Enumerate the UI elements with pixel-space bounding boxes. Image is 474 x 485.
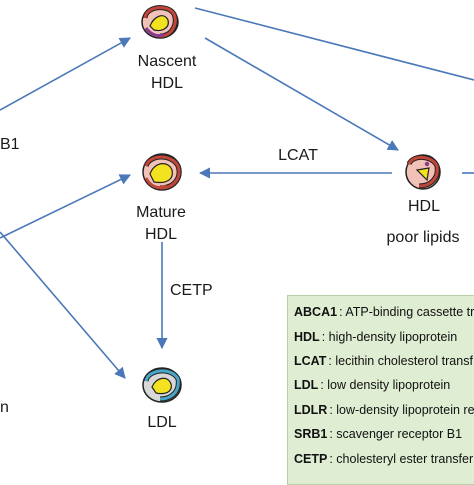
hdl-poor-lipids-particle-icon — [405, 154, 441, 190]
left-edge-b1-fragment: B1 — [0, 136, 20, 153]
ldl-particle-icon — [142, 367, 182, 403]
nascent-hdl-particle-icon — [141, 5, 179, 39]
arrow-left-to-ldl — [0, 231, 126, 379]
legend-row-abca1: ABCA1: ATP-binding cassette tra — [294, 300, 474, 324]
legend-row-ldlr: LDLR: low-density lipoprotein re — [294, 398, 474, 422]
mature-hdl-label-line1: Mature — [136, 204, 186, 221]
legend-definition: : scavenger receptor B1 — [329, 427, 463, 442]
legend-row-lcat: LCAT: lecithin cholesterol transf — [294, 349, 474, 373]
legend-row-ldl: LDL: low density lipoprotein — [294, 373, 474, 397]
lcat-edge-label: LCAT — [278, 147, 318, 164]
abbreviation-legend: ABCA1: ATP-binding cassette tra HDL: hig… — [287, 295, 474, 485]
arrow-left-to-mature-hdl — [0, 174, 132, 239]
cetp-edge-label: CETP — [170, 282, 213, 299]
arrow-left-to-nascent-hdl — [0, 37, 131, 111]
legend-definition: : cholesteryl ester transfer — [329, 451, 474, 466]
hdl-poor-lipids-label-line1: HDL — [407, 198, 441, 215]
legend-row-srb1: SRB1: scavenger receptor B1 — [294, 422, 474, 446]
legend-row-cetp: CETP: cholesteryl ester transfer — [294, 446, 474, 470]
legend-abbr: HDL — [294, 329, 320, 344]
hdl-poor-lipids-label-line2: poor lipids — [386, 229, 460, 246]
legend-definition: : low density lipoprotein — [320, 378, 451, 393]
ldl-label: LDL — [147, 414, 177, 431]
mature-hdl-particle-icon — [142, 153, 182, 191]
legend-abbr: LDLR — [294, 402, 328, 417]
mature-hdl-label-line2: HDL — [144, 226, 178, 243]
legend-row-hdl: HDL: high-density lipoprotein — [294, 324, 474, 348]
legend-abbr: ABCA1 — [294, 305, 338, 320]
arrow-nascent-to-poor-hdl — [204, 37, 399, 151]
legend-abbr: SRB1 — [294, 427, 328, 442]
legend-definition: : ATP-binding cassette tra — [339, 305, 474, 320]
legend-abbr: CETP — [294, 451, 328, 466]
nascent-hdl-label-line1: Nascent — [137, 53, 197, 70]
hdl-metabolism-diagram — [0, 5, 474, 403]
legend-definition: : high-density lipoprotein — [321, 329, 458, 344]
nascent-hdl-label-line2: HDL — [150, 75, 184, 92]
legend-abbr: LCAT — [294, 353, 327, 368]
legend-definition: : lecithin cholesterol transf — [328, 353, 473, 368]
left-edge-n-fragment: n — [0, 399, 9, 416]
legend-abbr: LDL — [294, 378, 319, 393]
legend-definition: : low-density lipoprotein re — [329, 402, 474, 417]
arrow-top-right-offscreen — [194, 7, 474, 81]
